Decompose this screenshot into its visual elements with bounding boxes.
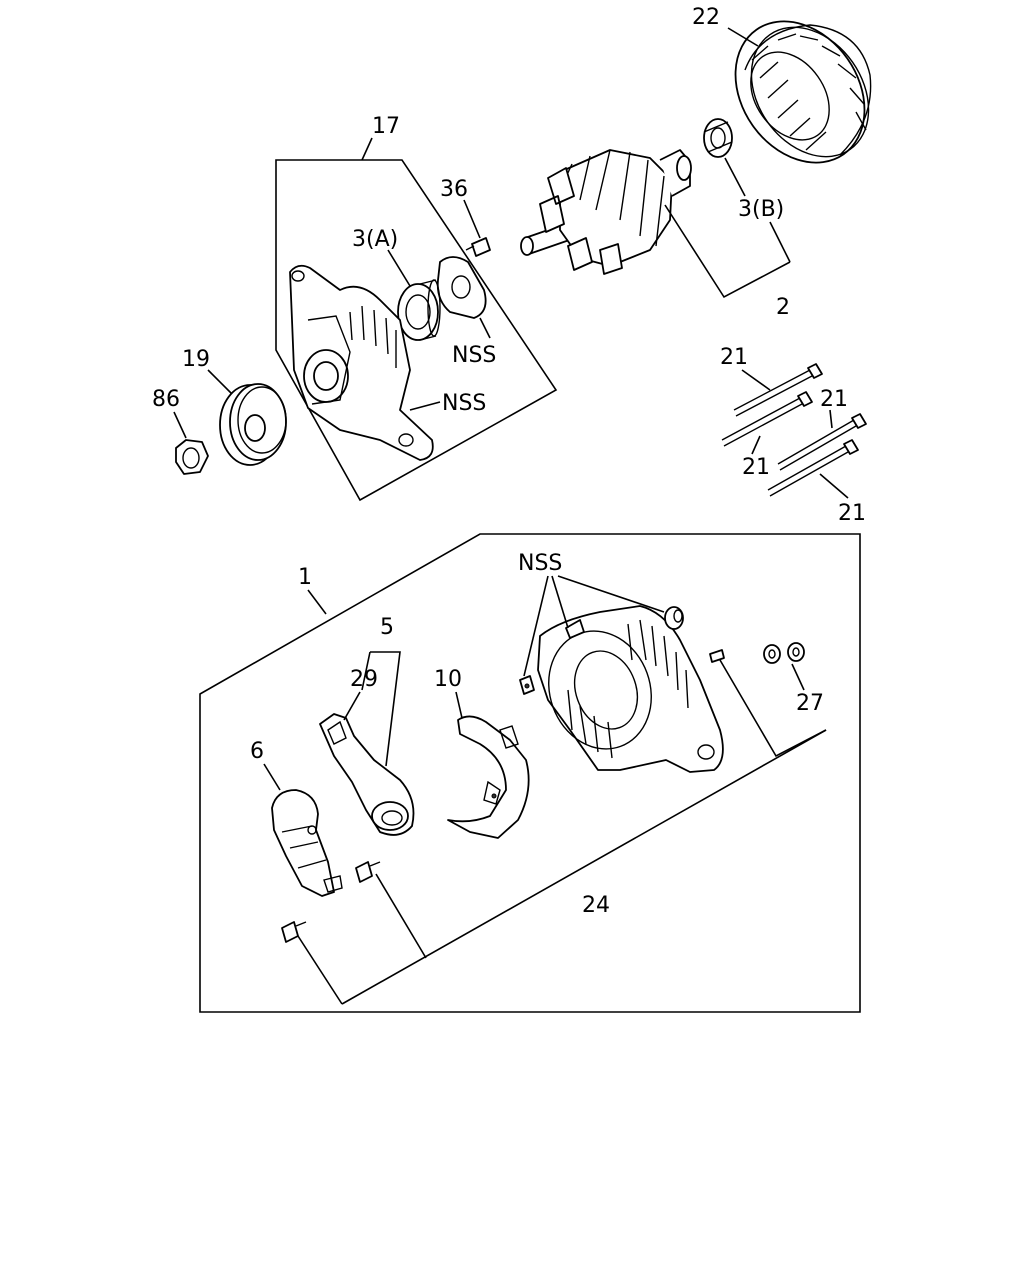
part-3a-bearing[interactable] bbox=[397, 279, 441, 341]
bracket-17 bbox=[275, 159, 558, 502]
part-pin[interactable] bbox=[709, 649, 725, 663]
bracket-24-screw-a bbox=[375, 873, 427, 959]
leader-nss3a bbox=[523, 575, 549, 677]
label-nss1: NSS bbox=[452, 343, 496, 368]
part-2-rotor[interactable] bbox=[520, 149, 692, 275]
part-6-brush[interactable] bbox=[271, 789, 343, 897]
part-22-stator[interactable] bbox=[709, 0, 893, 188]
part-screw-b[interactable] bbox=[281, 921, 307, 943]
label-22: 22 bbox=[692, 5, 720, 30]
part-nss-grommet[interactable] bbox=[664, 606, 684, 630]
label-1: 1 bbox=[298, 565, 312, 590]
label-24: 24 bbox=[582, 893, 610, 918]
label-17: 17 bbox=[372, 114, 400, 139]
label-21a: 21 bbox=[720, 345, 748, 370]
label-36: 36 bbox=[440, 177, 468, 202]
label-21b: 21 bbox=[820, 387, 848, 412]
label-10: 10 bbox=[434, 667, 462, 692]
bracket-24-screw-b bbox=[297, 935, 343, 1005]
leader-10 bbox=[455, 691, 463, 719]
part-86-nut[interactable] bbox=[175, 439, 209, 475]
leader-3b bbox=[769, 221, 791, 263]
leader-6 bbox=[263, 763, 281, 791]
leader-nss3b bbox=[551, 575, 569, 629]
part-plate-nss[interactable] bbox=[436, 256, 487, 319]
part-rear-housing[interactable] bbox=[532, 605, 724, 773]
leader-19 bbox=[207, 369, 233, 395]
leader-21b bbox=[829, 409, 833, 429]
part-5-regulator[interactable] bbox=[319, 713, 415, 836]
leader-3b-part bbox=[724, 157, 746, 197]
label-nss3: NSS bbox=[518, 551, 562, 576]
part-3b-bearing[interactable] bbox=[703, 118, 733, 158]
leader-nss1 bbox=[479, 317, 491, 339]
label-2: 2 bbox=[776, 295, 790, 320]
leader-21d bbox=[819, 473, 849, 499]
part-27-washers[interactable] bbox=[763, 642, 805, 664]
leader-86 bbox=[173, 411, 187, 439]
bracket-2 bbox=[664, 204, 791, 299]
label-5: 5 bbox=[380, 615, 394, 640]
label-21c: 21 bbox=[742, 455, 770, 480]
label-21d: 21 bbox=[838, 501, 866, 526]
part-10-brush-holder[interactable] bbox=[447, 715, 530, 839]
bracket-5 bbox=[370, 651, 401, 767]
leader-nss3c bbox=[557, 575, 665, 613]
part-front-housing[interactable] bbox=[289, 264, 434, 461]
leader-22 bbox=[727, 27, 759, 47]
leader-nss2 bbox=[409, 401, 441, 411]
leader-29 bbox=[343, 691, 361, 721]
label-nss2: NSS bbox=[442, 391, 486, 416]
label-3a: 3(A) bbox=[352, 227, 398, 252]
leader-27 bbox=[791, 663, 805, 691]
part-36-screw[interactable] bbox=[465, 237, 491, 257]
part-screw-a[interactable] bbox=[355, 861, 381, 883]
part-21-bolts[interactable] bbox=[721, 363, 867, 497]
leader-21c bbox=[751, 435, 761, 455]
leader-3a bbox=[387, 249, 411, 287]
frame-1 bbox=[199, 533, 861, 1013]
leader-36 bbox=[463, 199, 481, 239]
part-nss-clip[interactable] bbox=[519, 675, 535, 695]
label-6: 6 bbox=[250, 739, 264, 764]
label-27: 27 bbox=[796, 691, 824, 716]
label-19: 19 bbox=[182, 347, 210, 372]
leader-1 bbox=[307, 589, 327, 615]
leader-17 bbox=[361, 137, 373, 161]
part-19-pulley[interactable] bbox=[219, 383, 287, 466]
leader-21a bbox=[741, 369, 771, 391]
bracket-24-main bbox=[341, 729, 827, 1005]
leader-5-29 bbox=[361, 651, 371, 691]
label-3b: 3(B) bbox=[738, 197, 784, 222]
label-86: 86 bbox=[152, 387, 180, 412]
label-29: 29 bbox=[350, 667, 378, 692]
